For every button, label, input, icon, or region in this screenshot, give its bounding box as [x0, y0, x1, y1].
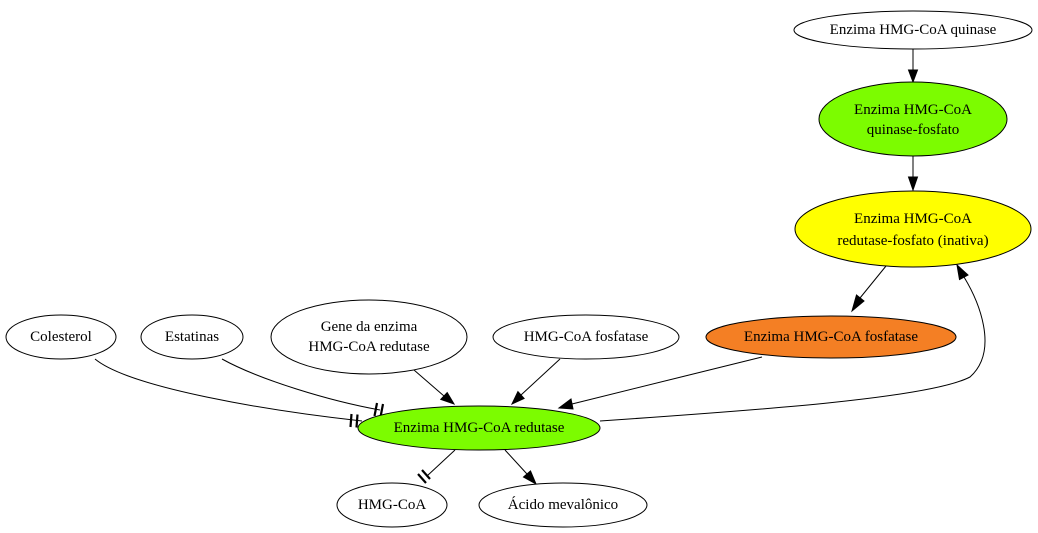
node-phosphatase-orange-shape	[705, 315, 957, 359]
node-phosphatase-white: HMG-CoA fosfatase	[492, 314, 680, 360]
node-phosphatase-white-label: HMG-CoA fosfatase	[524, 329, 649, 345]
node-kinase: Enzima HMG-CoA quinase	[793, 10, 1033, 50]
tee-estatinas-1	[373, 402, 379, 417]
node-kinase-label: Enzima HMG-CoA quinase	[830, 22, 997, 38]
node-reductase-phosphate-label-line1: Enzima HMG-CoA	[854, 211, 972, 227]
node-estatinas-shape	[140, 314, 244, 360]
node-phosphatase-orange: Enzima HMG-CoA fosfatase	[705, 315, 957, 359]
edge-phosphatase-to-reductase	[571, 356, 763, 405]
tee-colesterol-1	[349, 413, 353, 428]
tee-colesterol-2	[355, 414, 359, 428]
node-reductase-phosphate-label-line2: redutase-fosfato (inativa)	[837, 233, 988, 249]
node-estatinas: Estatinas	[140, 314, 244, 360]
edge-colesterol-to-reductase	[94, 358, 363, 422]
edge-reductase-to-mevalonic	[504, 449, 528, 475]
arrowhead-reductase-from-phosphatase-white	[510, 390, 525, 406]
node-hmgcoa-label: HMG-CoA	[358, 497, 427, 513]
nodes: Enzima HMG-CoA quinase Enzima HMG-CoA qu…	[5, 10, 1033, 528]
node-colesterol: Colesterol	[5, 314, 117, 360]
node-mevalonic-shape	[478, 482, 648, 528]
node-kinase-phosphate-label-line2: quinase-fosfato	[867, 122, 959, 138]
node-mevalonic-label: Ácido mevalônico	[508, 496, 618, 513]
edge-gene-to-reductase	[413, 369, 445, 397]
arrowhead-reductase-from-phosphatase	[557, 398, 574, 410]
node-gene-label-line1: Gene da enzima	[321, 319, 418, 335]
node-phosphatase-white-shape	[492, 314, 680, 360]
arrowhead-phosphatase-orange	[851, 294, 865, 313]
node-hmgcoa: HMG-CoA	[336, 482, 448, 528]
edge-reductase-to-hmgcoa	[426, 449, 456, 477]
node-gene-shape	[270, 299, 468, 375]
node-colesterol-shape	[5, 314, 117, 360]
node-phosphatase-orange-label: Enzima HMG-CoA fosfatase	[744, 329, 918, 345]
node-reductase-shape	[357, 405, 601, 451]
node-kinase-shape	[793, 10, 1033, 50]
arrowhead-kinase-phosphate	[907, 69, 919, 84]
node-kinase-phosphate-label-line1: Enzima HMG-CoA	[854, 102, 972, 118]
arrowhead-reductase-from-gene	[439, 391, 456, 405]
edge-reductase-to-reductase-phosphate	[599, 276, 986, 422]
node-gene-label-line2: HMG-CoA redutase	[308, 339, 430, 355]
tee-hmgcoa-2	[417, 473, 427, 484]
edges	[94, 49, 986, 486]
node-hmgcoa-shape	[336, 482, 448, 528]
edge-estatinas-to-reductase	[221, 358, 381, 411]
node-kinase-phosphate-shape	[818, 81, 1008, 157]
node-colesterol-label: Colesterol	[30, 329, 92, 345]
node-kinase-phosphate: Enzima HMG-CoA quinase-fosfato	[818, 81, 1008, 157]
node-reductase-phosphate: Enzima HMG-CoA redutase-fosfato (inativa…	[794, 190, 1032, 268]
node-estatinas-label: Estatinas	[165, 329, 219, 345]
node-reductase-phosphate-shape	[794, 190, 1032, 268]
arrowhead-reductase-phosphate	[907, 176, 919, 192]
node-reductase-label: Enzima HMG-CoA redutase	[394, 420, 565, 436]
node-gene: Gene da enzima HMG-CoA redutase	[270, 299, 468, 375]
tee-hmgcoa-1	[421, 469, 431, 480]
edge-reductase-phosphate-to-phosphatase	[859, 265, 887, 299]
arrowhead-reductase-phosphate-feedback	[956, 263, 969, 281]
arrowhead-mevalonic	[522, 470, 538, 486]
edge-phosphatase-white-to-reductase	[520, 358, 561, 396]
node-reductase: Enzima HMG-CoA redutase	[357, 405, 601, 451]
node-mevalonic: Ácido mevalônico	[478, 482, 648, 528]
